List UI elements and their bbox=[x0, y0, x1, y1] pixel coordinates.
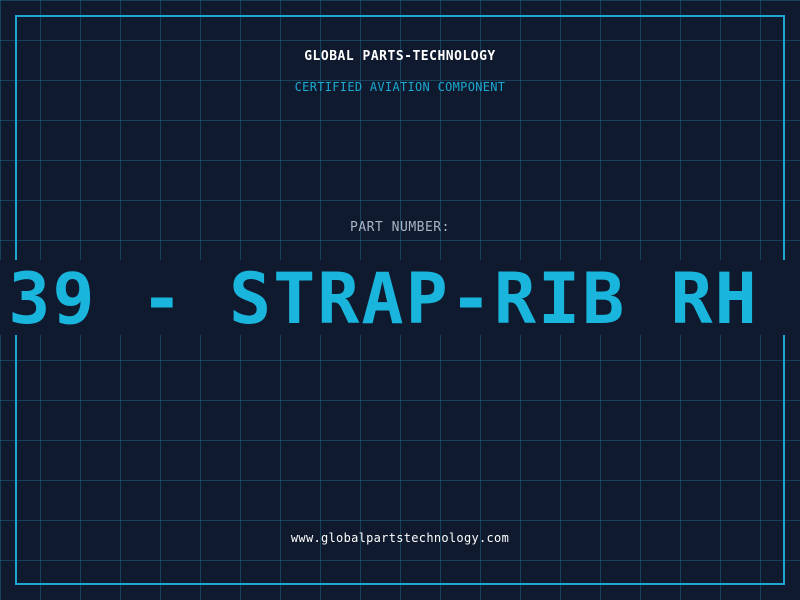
certification-subtitle: CERTIFIED AVIATION COMPONENT bbox=[294, 80, 506, 94]
part-number-band: 5-39 - STRAP-RIB RH bbox=[0, 260, 800, 335]
part-number-value: 5-39 - STRAP-RIB RH bbox=[0, 260, 759, 335]
website-link[interactable]: www.globalpartstechnology.com bbox=[290, 531, 510, 545]
part-number-label: PART NUMBER: bbox=[350, 220, 450, 235]
company-name: GLOBAL PARTS-TECHNOLOGY bbox=[304, 49, 496, 64]
